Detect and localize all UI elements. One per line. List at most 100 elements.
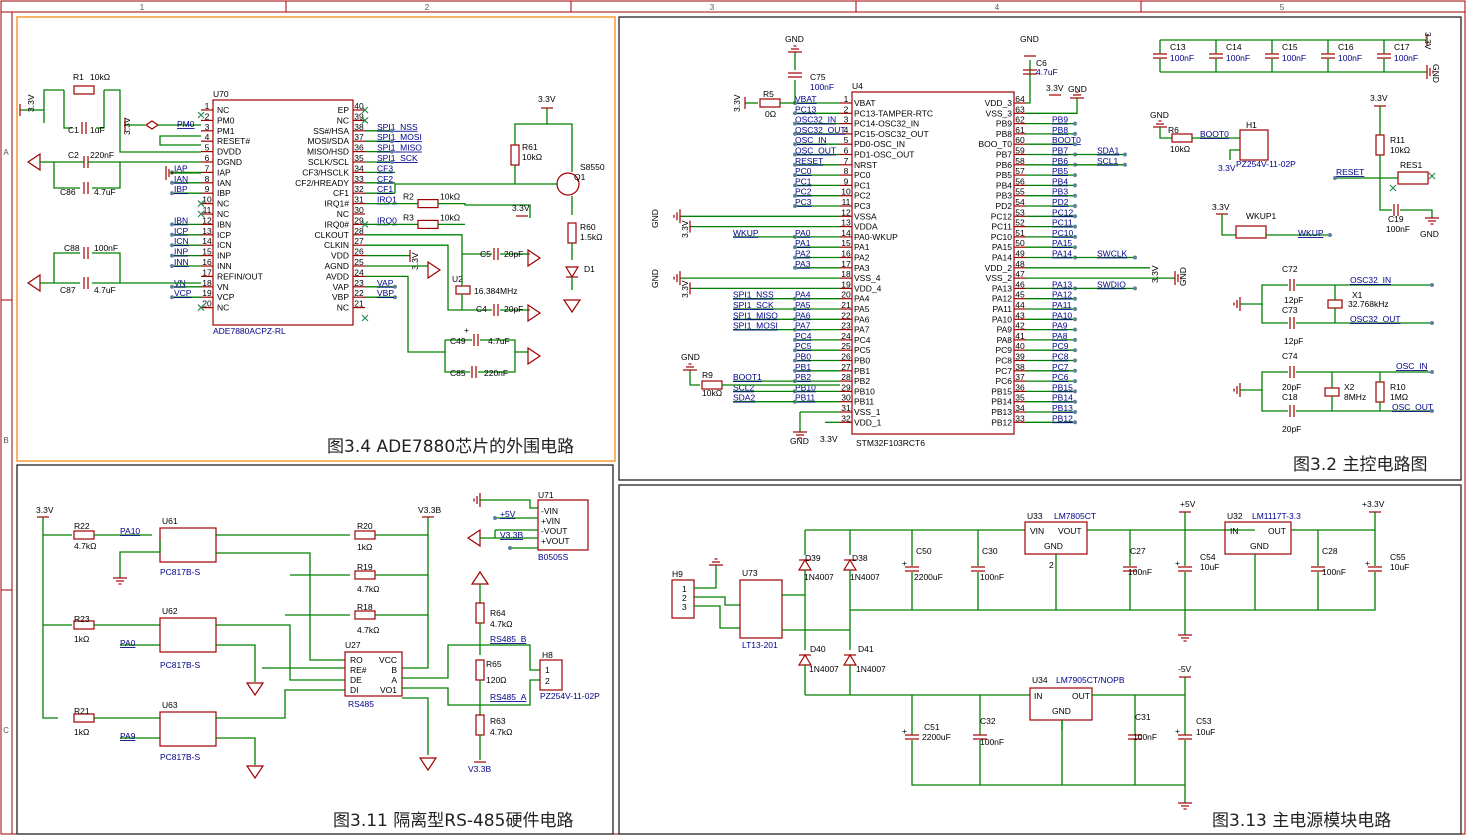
net-label: SPI1_SCK bbox=[733, 300, 774, 310]
label: 16.384MHz bbox=[474, 286, 517, 296]
pin-name: RE# bbox=[350, 665, 367, 675]
pin-name: PB13 bbox=[991, 407, 1012, 417]
pin-name: VO1 bbox=[380, 685, 397, 695]
pin-number: 59 bbox=[1015, 146, 1025, 156]
pin-end bbox=[1430, 283, 1434, 287]
label: 100nF bbox=[1128, 567, 1152, 577]
net-label: SPI1_MOSI bbox=[377, 132, 422, 142]
wire bbox=[1261, 304, 1288, 324]
capacitor-c18 bbox=[1289, 405, 1295, 417]
label: 10kΩ bbox=[702, 388, 722, 398]
pin-number: 27 bbox=[841, 362, 851, 372]
label: R11 bbox=[1390, 135, 1405, 145]
resistor-r65 bbox=[475, 659, 485, 681]
pin-name: CF3/HSCLK bbox=[302, 167, 349, 177]
pin-name: PC11 bbox=[991, 222, 1012, 232]
pin-name: IAP bbox=[217, 167, 231, 177]
pin-name: PC7 bbox=[995, 366, 1012, 376]
pin-name: PM0 bbox=[217, 115, 235, 125]
wire bbox=[1185, 554, 1256, 611]
pin-number: 63 bbox=[1015, 104, 1025, 114]
no-connect-mark bbox=[1428, 172, 1436, 180]
label: D40 bbox=[810, 644, 826, 654]
net-label: PA2 bbox=[795, 249, 811, 259]
net-label: PA5 bbox=[795, 300, 811, 310]
label: C86 bbox=[60, 187, 76, 197]
pin-number: 61 bbox=[1015, 125, 1025, 135]
pin-name: DGND bbox=[217, 157, 242, 167]
gnd-symbol bbox=[1153, 120, 1167, 128]
pin-name: RESET# bbox=[217, 136, 250, 146]
net-3v3: 3.3V bbox=[680, 220, 690, 238]
pin-number: 53 bbox=[1015, 207, 1025, 217]
label: U61 bbox=[162, 516, 178, 526]
pin-name: VSS_4 bbox=[854, 273, 881, 283]
cap-value: 2200uF bbox=[914, 572, 943, 582]
pin-number: 56 bbox=[1015, 176, 1025, 186]
wire bbox=[365, 244, 492, 311]
pin-number: 28 bbox=[354, 226, 364, 236]
pin-name: PB1 bbox=[854, 366, 870, 376]
pin-number: 4 bbox=[844, 125, 849, 135]
part-label: PZ254V-11-02P bbox=[540, 691, 600, 701]
pin-number: 16 bbox=[841, 249, 851, 259]
capacitor-c75 bbox=[788, 72, 802, 78]
resistor-r11 bbox=[1375, 134, 1385, 156]
net-label: PB9 bbox=[1052, 115, 1068, 125]
wire bbox=[96, 90, 105, 129]
pin-number: 25 bbox=[354, 257, 364, 267]
label: C75 bbox=[810, 72, 826, 82]
pin-name: INP bbox=[217, 251, 232, 261]
pin-number: 33 bbox=[1015, 413, 1025, 423]
wire bbox=[365, 234, 492, 255]
pin-number: 22 bbox=[841, 310, 851, 320]
wire bbox=[1026, 60, 1031, 104]
pin-name: +VOUT bbox=[541, 536, 570, 546]
gnd-symbol bbox=[793, 431, 807, 439]
pin-number: 24 bbox=[354, 267, 364, 277]
label: 12pF bbox=[1284, 336, 1303, 346]
label: R21 bbox=[74, 706, 90, 716]
pin-end bbox=[1430, 409, 1434, 413]
pin-name: PC2 bbox=[854, 191, 871, 201]
wire bbox=[216, 624, 345, 681]
label: C72 bbox=[1282, 264, 1298, 274]
net-label: INP bbox=[174, 247, 189, 257]
label: C55 bbox=[1390, 552, 1406, 562]
pin-name: ICN bbox=[217, 240, 232, 250]
net-label: PD2 bbox=[1052, 197, 1069, 207]
pin-end bbox=[1073, 379, 1077, 384]
pin-number: 12 bbox=[841, 207, 851, 217]
net-label: PC1 bbox=[795, 176, 812, 186]
label: D38 bbox=[852, 553, 868, 563]
wire bbox=[438, 202, 531, 218]
pin-number: 9 bbox=[844, 176, 849, 186]
gnd-symbol bbox=[673, 271, 681, 286]
label: Q1 bbox=[574, 172, 586, 182]
label: 1.5kΩ bbox=[580, 232, 602, 242]
net-label: PB13 bbox=[1052, 403, 1073, 413]
pin-end bbox=[170, 253, 174, 258]
pin-number: 10 bbox=[841, 187, 851, 197]
pin-end bbox=[1073, 410, 1077, 414]
pin-end bbox=[1133, 255, 1137, 260]
label: X2 bbox=[1344, 382, 1355, 392]
label: 20pF bbox=[1282, 424, 1301, 434]
pin-name: SS#/HSA bbox=[313, 126, 349, 136]
pin-number: 32 bbox=[841, 413, 851, 423]
net-label: PA3 bbox=[795, 259, 811, 269]
label: 4.7kΩ bbox=[74, 541, 96, 551]
gnd-symbol bbox=[1425, 217, 1439, 225]
pin-name: B bbox=[391, 665, 397, 675]
pin-number: 11 bbox=[842, 197, 851, 207]
pin-name: PC6 bbox=[995, 376, 1012, 386]
pin-name: NC bbox=[217, 303, 229, 313]
ruler-col-label: 1 bbox=[140, 3, 145, 12]
pin-end bbox=[1073, 173, 1077, 178]
pin-name: ICP bbox=[217, 230, 232, 240]
pin-end bbox=[1073, 214, 1077, 219]
pin-name: PB4 bbox=[996, 180, 1012, 190]
label: C18 bbox=[1282, 392, 1298, 402]
net-label: RESET bbox=[795, 156, 823, 166]
